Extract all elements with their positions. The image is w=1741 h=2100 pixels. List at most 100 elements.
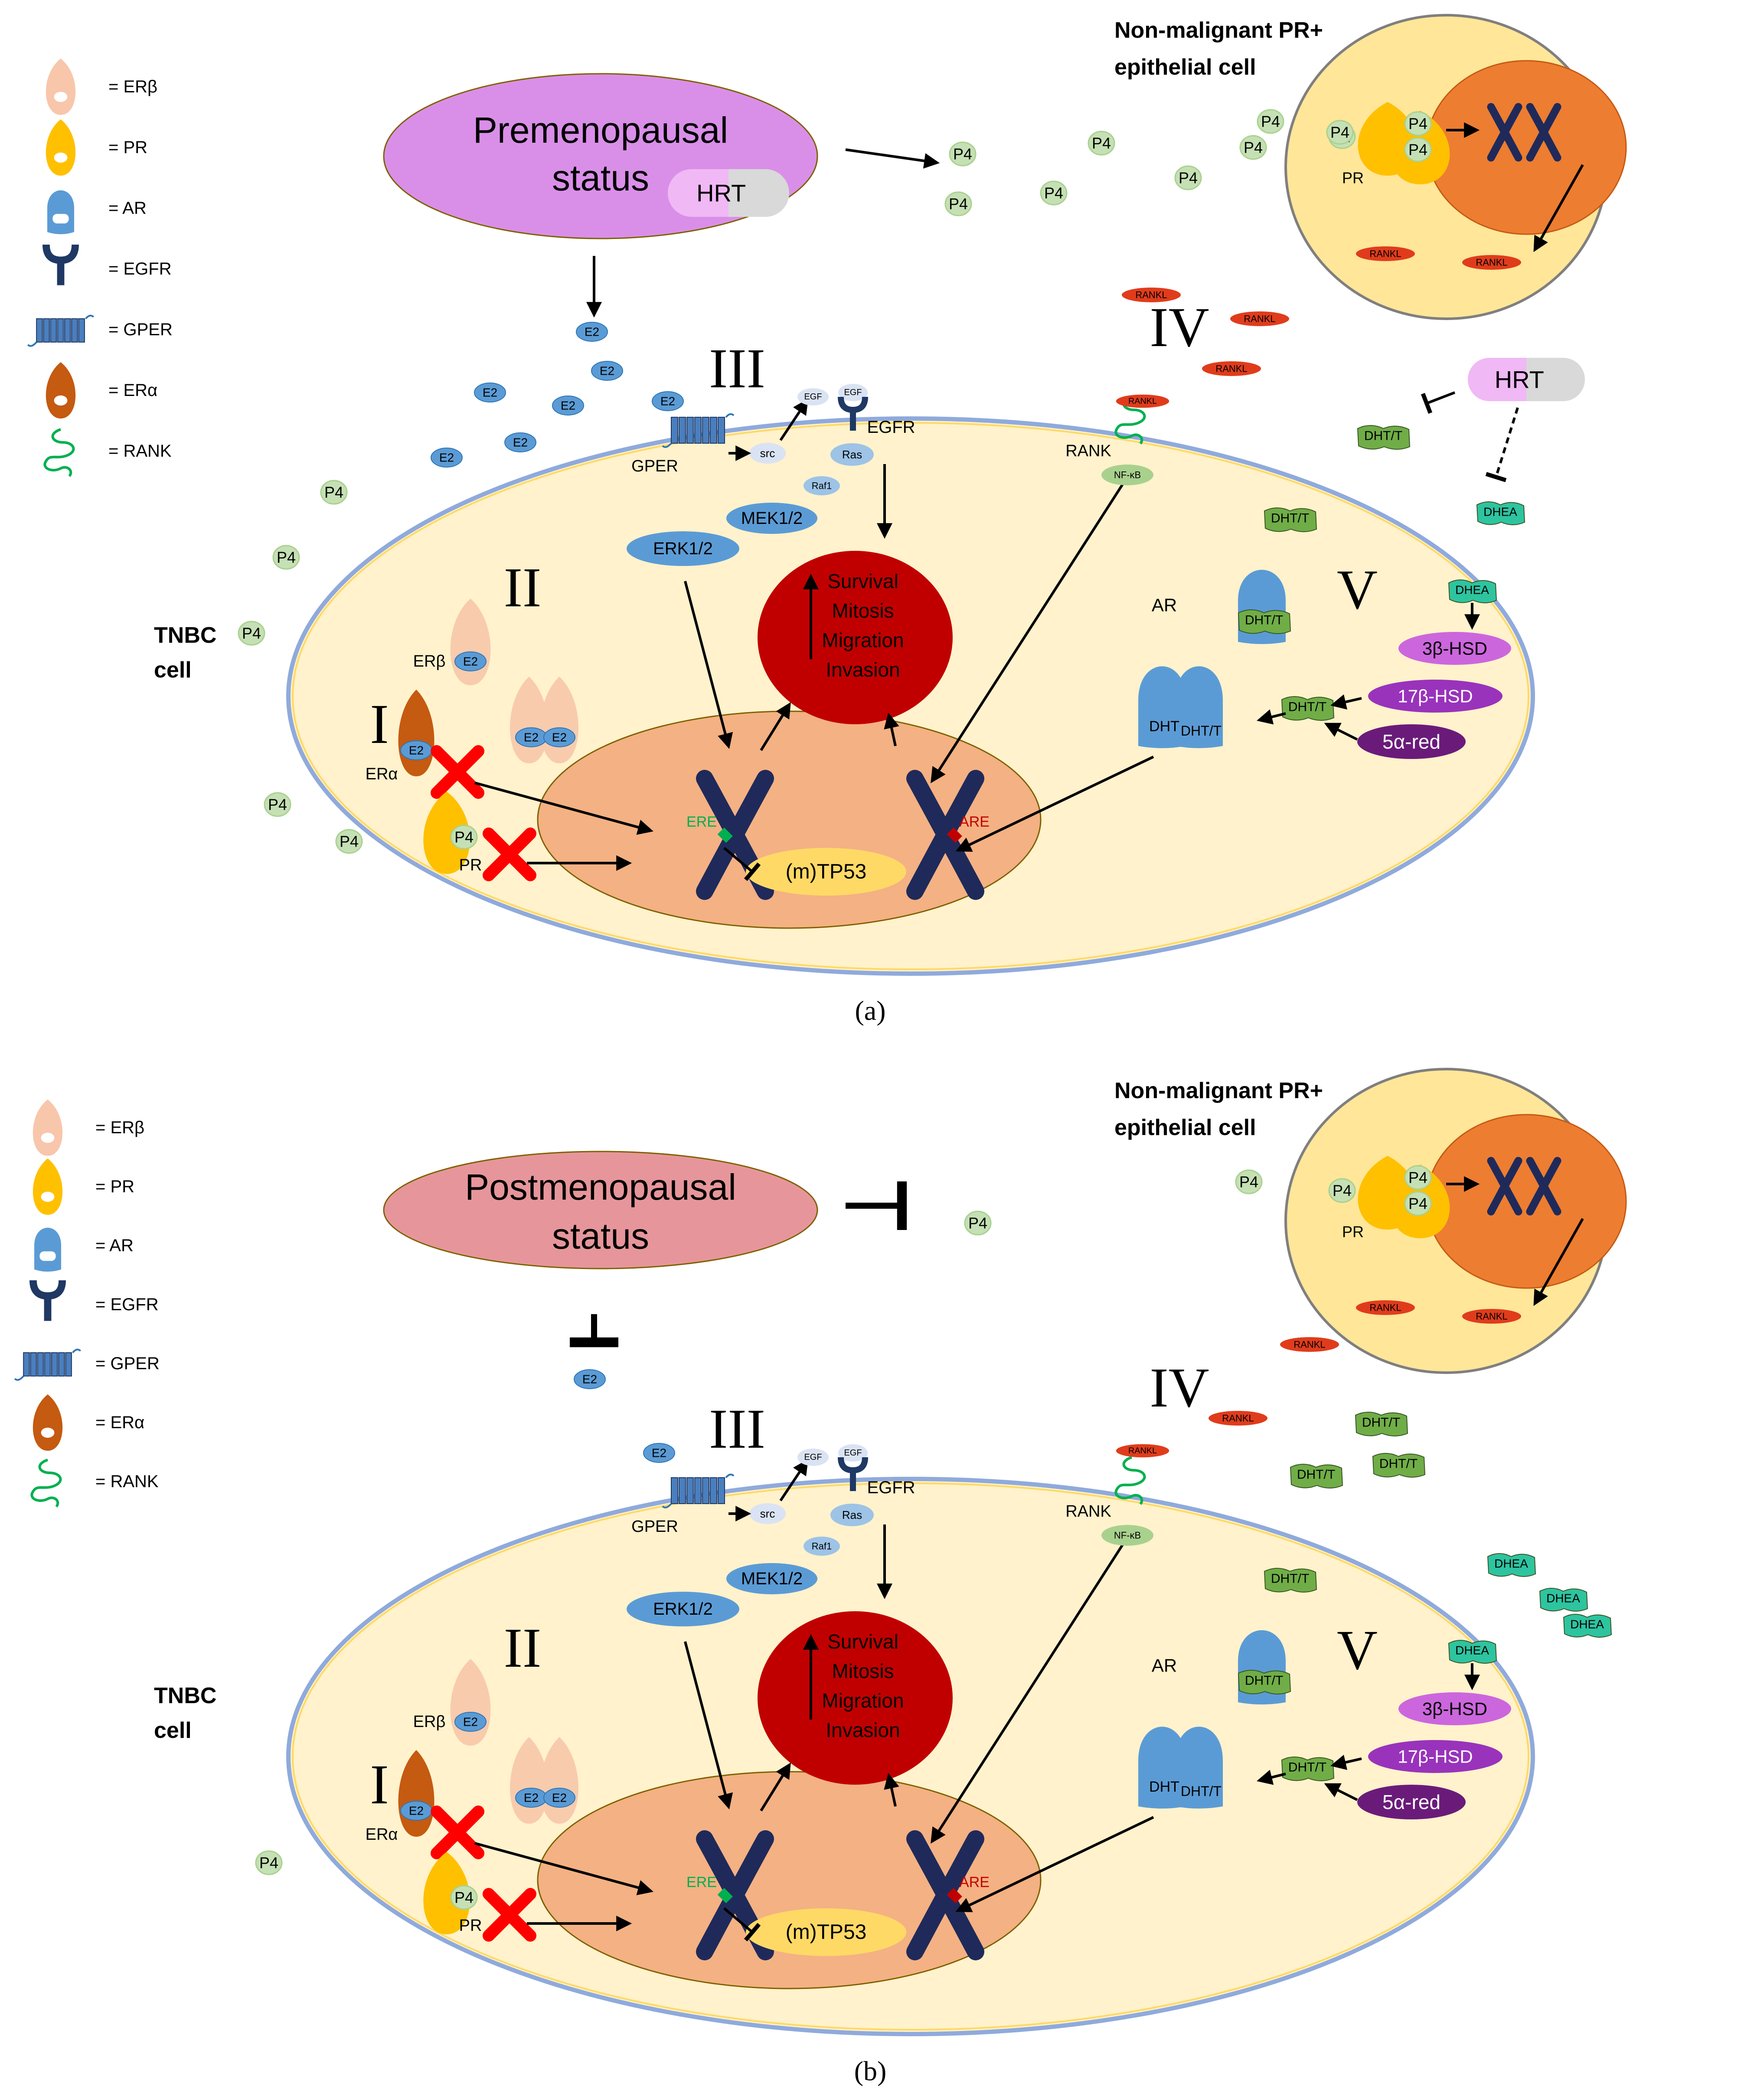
er-beta-label: ERβ bbox=[413, 1713, 446, 1731]
hsd3-enzyme-label: 3β-HSD bbox=[1422, 638, 1487, 659]
legend-pr-icon bbox=[33, 1158, 63, 1215]
dht-t-molecule-shape bbox=[1281, 696, 1335, 721]
legend-item-era: = ERα bbox=[33, 1394, 144, 1451]
egf-node: EGF bbox=[797, 388, 829, 406]
egf-node: EGF bbox=[838, 384, 868, 401]
nfkb-node-label: NF-κB bbox=[1114, 470, 1141, 481]
p4-shape bbox=[320, 480, 348, 505]
hsd17-enzyme-label: 17β-HSD bbox=[1398, 1747, 1473, 1767]
pathway-numeral-I: I bbox=[370, 1753, 389, 1816]
p4-label: P4 bbox=[454, 828, 474, 846]
p4-label: P4 bbox=[1244, 139, 1263, 157]
status-title: Premenopausal bbox=[473, 110, 728, 150]
ras-node: Ras bbox=[830, 443, 874, 466]
gper-receptor-helix bbox=[694, 417, 702, 444]
legend-item-label: = PR bbox=[108, 138, 147, 157]
p4-shape bbox=[1235, 1169, 1263, 1194]
p4-molecule: P4 bbox=[964, 1210, 992, 1236]
legend-ar-icon bbox=[47, 190, 74, 234]
p4-label: P4 bbox=[1330, 124, 1349, 141]
e2-shape bbox=[454, 1712, 487, 1732]
e2-label: E2 bbox=[582, 1373, 597, 1386]
p4-molecule: P4 bbox=[1235, 1169, 1263, 1194]
gper-receptor-helix bbox=[686, 1477, 694, 1504]
legend-gper-icon-helix bbox=[23, 1352, 30, 1377]
dht-t-molecule-label: DHT/T bbox=[1364, 429, 1402, 443]
p4-label: P4 bbox=[1408, 141, 1427, 159]
gper-receptor-helix bbox=[718, 417, 725, 444]
dhea-molecule-shape bbox=[1539, 1588, 1588, 1612]
survival-item-label: Invasion bbox=[826, 1719, 900, 1741]
egfr-label: EGFR bbox=[867, 418, 915, 437]
erk-to-chromosome-arrow bbox=[684, 581, 733, 749]
egfr-receptor bbox=[838, 396, 868, 431]
p4-label: P4 bbox=[1092, 134, 1111, 152]
dht-t-molecule-shape bbox=[1372, 1453, 1426, 1478]
gper-receptor-helix bbox=[679, 1477, 686, 1504]
pathway-numeral-I: I bbox=[370, 693, 389, 756]
chromosome-ere-element-label: ERE bbox=[686, 1874, 717, 1891]
e2-molecule: E2 bbox=[454, 1712, 487, 1732]
nfkb-to-chromosome-arrow bbox=[931, 1543, 1124, 1844]
e2-shape bbox=[552, 396, 584, 415]
rank-receptor bbox=[1114, 396, 1146, 445]
gper-receptor bbox=[662, 1473, 735, 1508]
chromosome-ere-element bbox=[717, 1888, 733, 1904]
dht-t-molecule-label: DHT/T bbox=[1288, 1760, 1326, 1775]
rankl-molecule: RANKL bbox=[1209, 1411, 1267, 1426]
chromosome-to-survival-arrow bbox=[760, 1762, 791, 1812]
hrt-pill-right: HRT bbox=[1468, 358, 1585, 401]
chromosome2-to-survival-arrow bbox=[884, 712, 899, 746]
tp53-node-shape bbox=[746, 1908, 906, 1956]
p4-molecule: P4 bbox=[1404, 1191, 1432, 1216]
nm-title: Non-malignant PR+ bbox=[1114, 18, 1323, 43]
p4-shape bbox=[1174, 165, 1202, 190]
dht-t-molecule-shape bbox=[1264, 1568, 1317, 1593]
dhea-molecule: DHEA bbox=[1563, 1614, 1612, 1638]
dhea-molecule-label: DHEA bbox=[1455, 583, 1489, 597]
p4-molecule: P4 bbox=[1040, 180, 1068, 206]
erk-node: ERK1/2 bbox=[627, 531, 739, 566]
e2-shape bbox=[576, 322, 608, 342]
survival-item-label: Invasion bbox=[826, 658, 900, 681]
chromosome-ere-arm bbox=[696, 1830, 774, 1960]
legend-era-icon-pocket bbox=[41, 1427, 55, 1438]
ar-dht-label: DHT bbox=[1149, 718, 1179, 735]
chromosome-ere-element bbox=[717, 828, 733, 843]
chromosome-are-element-label: ARE bbox=[959, 1874, 990, 1891]
legend-pr-icon-pocket bbox=[54, 152, 68, 163]
legend-item-egfr: = EGFR bbox=[42, 244, 172, 285]
rankl-label: RANKL bbox=[1128, 396, 1157, 406]
legend: = ERβ= PR= AR= EGFR= GPER= ERα= RANK bbox=[14, 1099, 160, 1508]
nm-rankl-arrow bbox=[1533, 164, 1584, 252]
pr-label: PR bbox=[459, 1917, 482, 1935]
rankl-molecule: RANKL bbox=[1356, 1300, 1415, 1315]
p4-label: P4 bbox=[454, 1889, 474, 1907]
non-malignant-cell: Non-malignant PR+epithelial cellP4P4P4PR… bbox=[1114, 1068, 1627, 1374]
e2-label: E2 bbox=[652, 1446, 666, 1460]
erk-node-shape bbox=[627, 531, 739, 566]
legend-pr-icon-shape bbox=[46, 119, 76, 176]
panel-caption: (a) bbox=[855, 995, 885, 1026]
chromosome-are: ARE bbox=[906, 770, 990, 900]
mek-node: MEK1/2 bbox=[726, 1563, 817, 1594]
panel-caption: (b) bbox=[854, 2056, 887, 2087]
p4-shape bbox=[1404, 137, 1432, 162]
legend-item-label: = RANK bbox=[108, 442, 172, 461]
e2-molecule: E2 bbox=[552, 396, 584, 415]
legend-item-label: = AR bbox=[108, 199, 147, 218]
legend-ar-icon bbox=[34, 1227, 61, 1272]
legend-item-rank: = RANK bbox=[30, 1459, 159, 1508]
ar-label: AR bbox=[1152, 1655, 1177, 1676]
dht-t-molecule-label: DHT/T bbox=[1271, 1572, 1309, 1586]
p4-molecule: P4 bbox=[335, 829, 363, 854]
pr-receptor bbox=[423, 1852, 470, 1934]
rank-receptor bbox=[1114, 1456, 1146, 1505]
p4-molecule: P4 bbox=[949, 141, 977, 167]
rankl-shape bbox=[1116, 1444, 1169, 1458]
rankl-molecule: RANKL bbox=[1122, 288, 1181, 302]
